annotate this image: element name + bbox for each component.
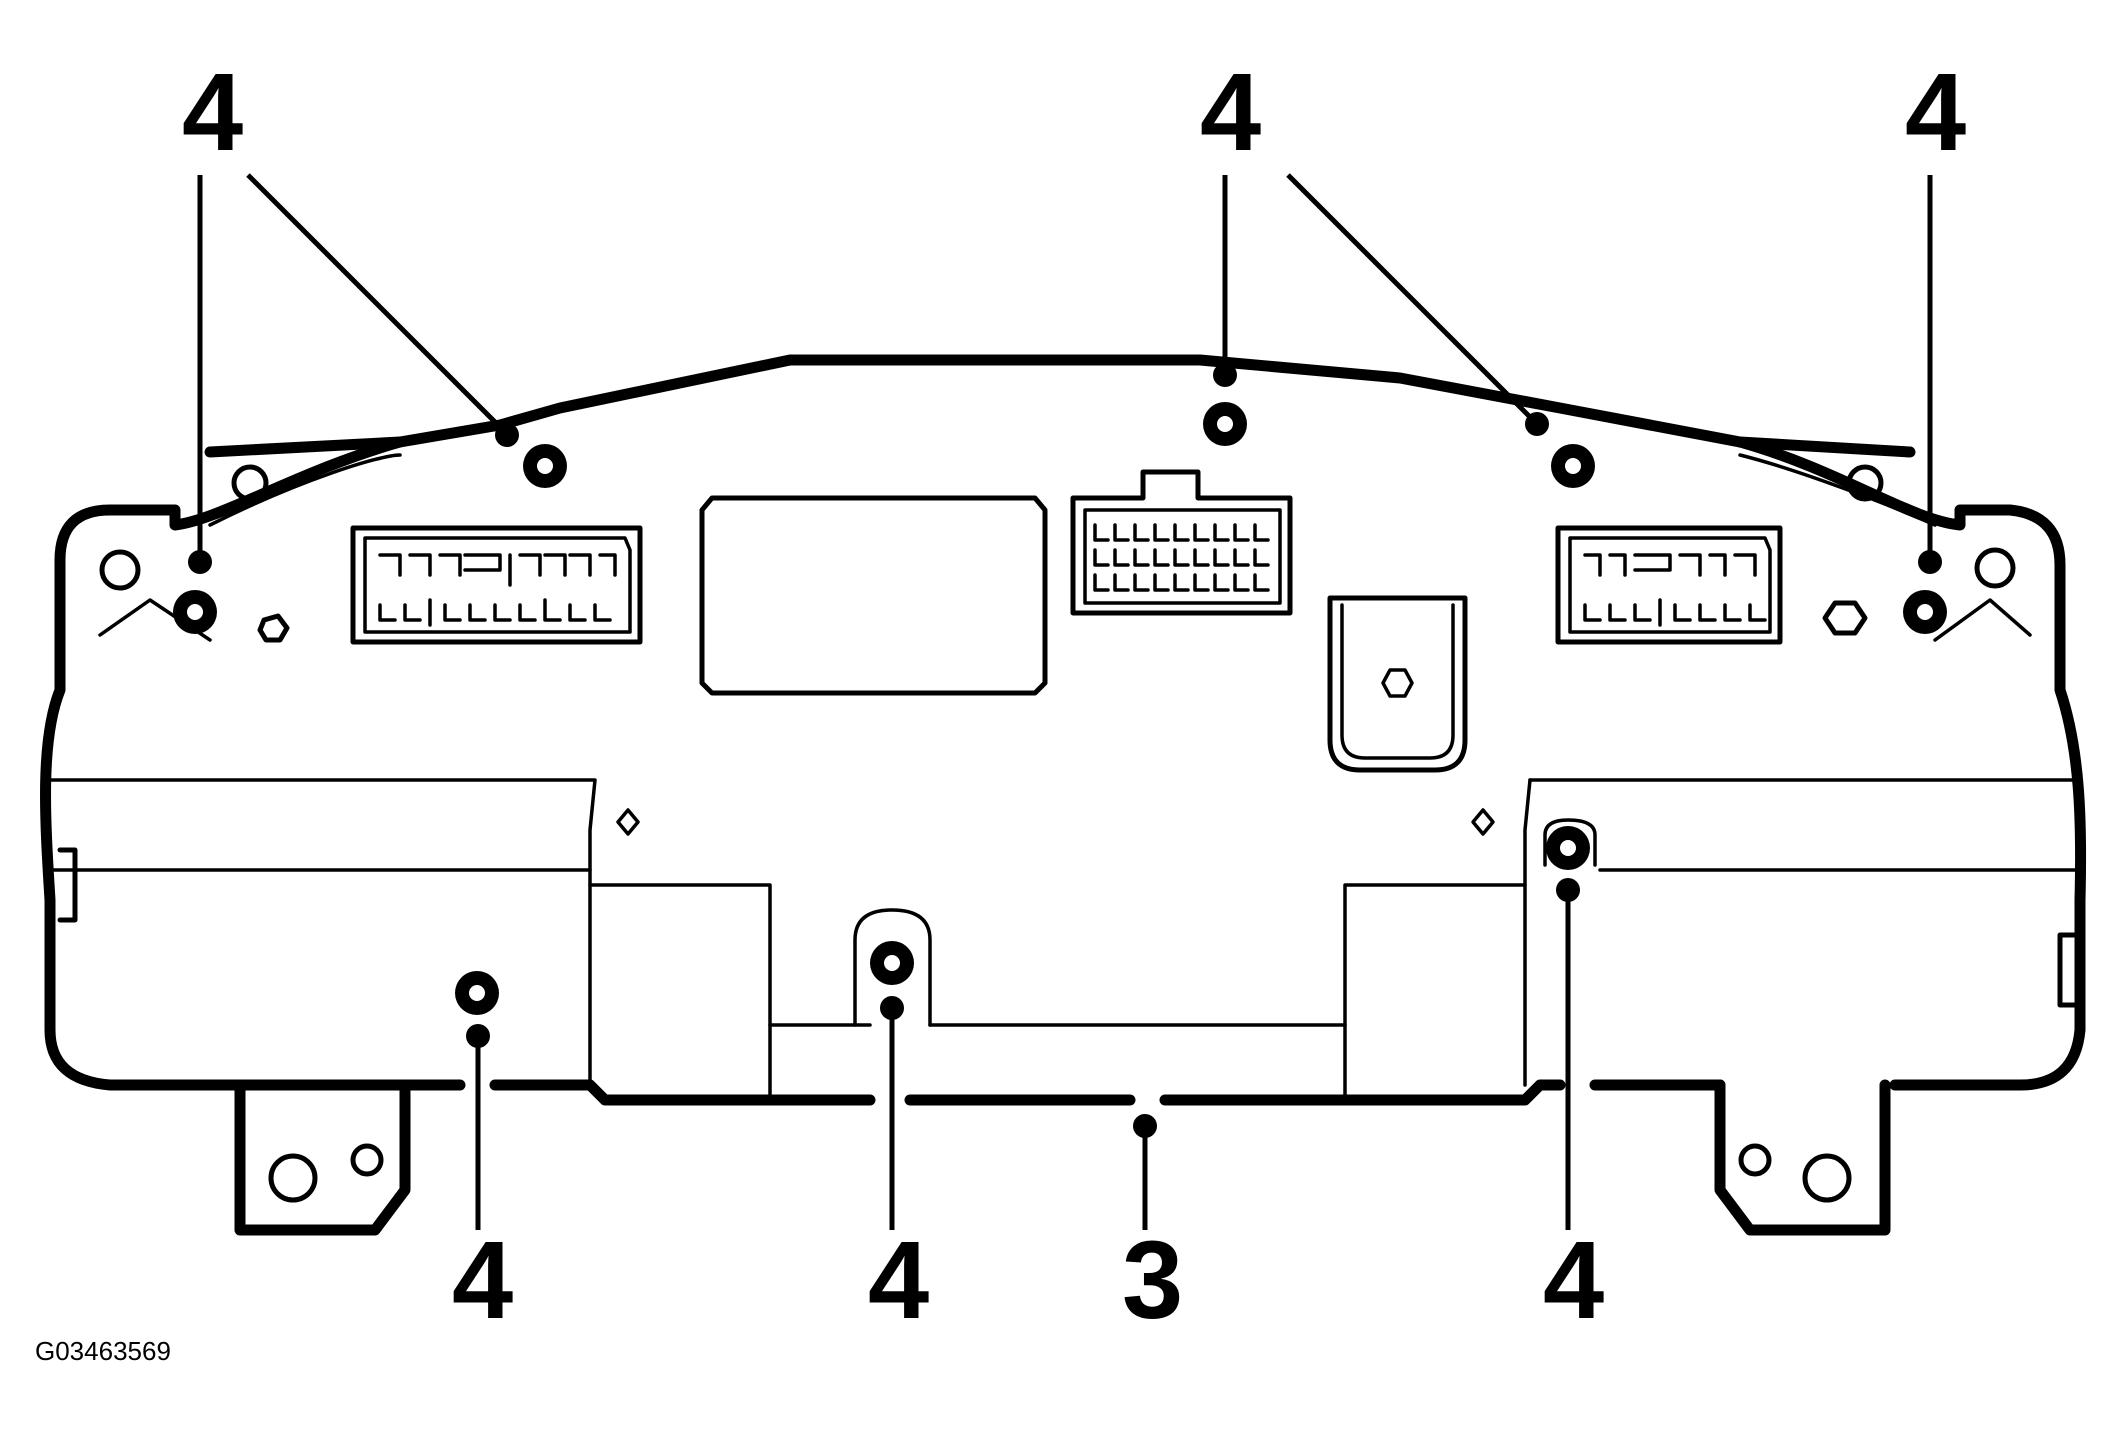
lower-panel: [48, 778, 2082, 1102]
callout-bottom-center: 3: [1122, 1219, 1183, 1342]
callout-labels: 4 4 4 4 4 3 4: [182, 51, 1966, 1342]
callout-bottom-right: 4: [1543, 1219, 1604, 1342]
callout-bottom-center-left: 4: [868, 1219, 929, 1342]
cluster-housing: [40, 354, 2087, 1236]
screw-top-center: [1203, 402, 1247, 446]
screw-bottom-center: [870, 941, 914, 985]
bulb-socket-panel: [1327, 595, 1468, 773]
callout-top-center: 4: [1200, 51, 1261, 174]
callout-bottom-left: 4: [452, 1219, 513, 1342]
detail-holes: [257, 600, 1868, 643]
display-window: [699, 495, 1048, 696]
callout-top-left: 4: [182, 51, 243, 174]
connector-left: [350, 525, 643, 645]
connector-right: [1555, 525, 1783, 645]
screw-top-right-1: [1551, 444, 1595, 488]
screws: [173, 402, 1947, 1015]
screw-top-left-1: [173, 590, 217, 634]
screw-top-left-2: [523, 444, 567, 488]
screw-top-right-2: [1903, 590, 1947, 634]
callout-top-right: 4: [1905, 51, 1966, 174]
screw-bottom-right: [1546, 826, 1590, 870]
connector-center: [1070, 469, 1293, 616]
figure-id: G03463569: [35, 1336, 171, 1366]
screw-bottom-left: [455, 971, 499, 1015]
leader-lines: [188, 173, 1942, 1230]
